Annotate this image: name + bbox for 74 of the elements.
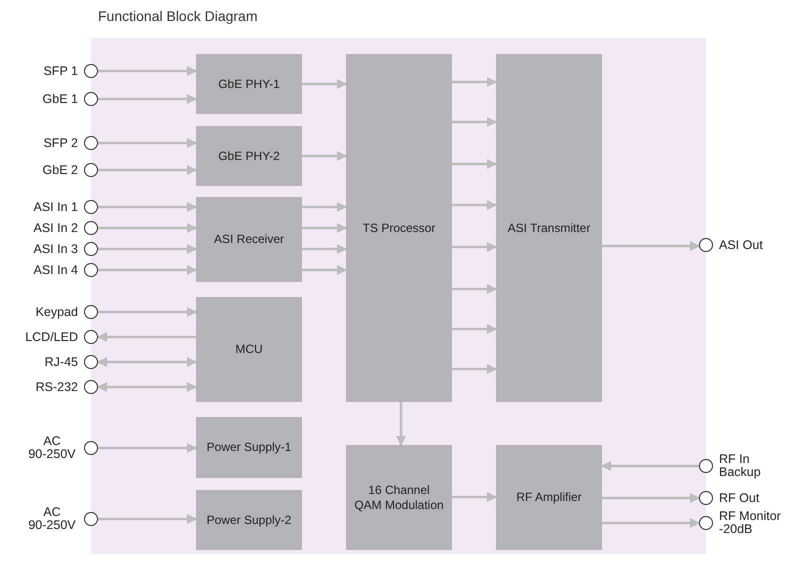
arrow bbox=[452, 492, 497, 502]
arrow bbox=[302, 151, 347, 161]
arrow bbox=[452, 364, 497, 374]
block-label: Power Supply-1 bbox=[206, 440, 292, 455]
block bbox=[196, 197, 302, 282]
block bbox=[196, 126, 302, 186]
block-label: GbE PHY-1 bbox=[218, 76, 280, 92]
port-label: ASI In 2 bbox=[32, 222, 78, 234]
block-label: RF Amplifier bbox=[516, 490, 582, 505]
arrow bbox=[452, 284, 497, 294]
arrow bbox=[602, 493, 700, 503]
arrow bbox=[97, 357, 197, 367]
port-label: RS-232 bbox=[34, 380, 78, 394]
arrow bbox=[98, 265, 197, 275]
block bbox=[196, 297, 302, 402]
block bbox=[196, 417, 302, 478]
port-label: AC 90-250V bbox=[27, 435, 77, 461]
arrow bbox=[98, 165, 197, 175]
arrow bbox=[302, 202, 347, 212]
arrow bbox=[302, 79, 347, 89]
arrow bbox=[98, 307, 197, 317]
port-label: ASI In 4 bbox=[32, 264, 78, 276]
arrow bbox=[302, 223, 347, 233]
arrow bbox=[97, 332, 196, 342]
port-label: RF Monitor -20dB bbox=[719, 510, 782, 536]
port-label: RF Out bbox=[719, 492, 760, 504]
block-label: 16 Channel QAM Modulation bbox=[354, 482, 444, 512]
arrow bbox=[98, 202, 197, 212]
block-label: TS Processor bbox=[362, 220, 436, 236]
arrow bbox=[452, 324, 497, 334]
port-label: LCD/LED bbox=[24, 330, 78, 344]
arrow bbox=[602, 518, 700, 528]
block bbox=[346, 445, 452, 550]
arrow bbox=[452, 77, 497, 87]
block bbox=[496, 445, 602, 550]
port-label: Keypad bbox=[34, 306, 78, 318]
arrow bbox=[98, 138, 197, 148]
port-label: RJ-45 bbox=[44, 356, 78, 368]
block bbox=[196, 54, 302, 114]
arrow bbox=[302, 265, 347, 275]
port-label: GbE 2 bbox=[42, 164, 78, 176]
enclosure-panel bbox=[91, 38, 706, 554]
port-label: SFP 1 bbox=[42, 64, 78, 78]
arrow bbox=[452, 242, 497, 252]
arrow bbox=[98, 66, 197, 76]
arrow bbox=[98, 244, 197, 254]
block-label: MCU bbox=[235, 342, 263, 357]
diagram-title: Functional Block Diagram bbox=[98, 7, 258, 26]
arrow bbox=[452, 200, 497, 210]
port-label: AC 90-250V bbox=[27, 506, 77, 532]
arrow bbox=[452, 159, 497, 169]
arrow bbox=[601, 461, 699, 471]
arrow bbox=[98, 514, 197, 524]
arrow bbox=[98, 223, 197, 233]
port-label: RF In Backup bbox=[719, 453, 762, 479]
arrow bbox=[98, 94, 197, 104]
block-label: ASI Transmitter bbox=[508, 220, 590, 236]
block-label: ASI Receiver bbox=[214, 232, 284, 247]
block bbox=[346, 54, 452, 402]
port-label: ASI In 1 bbox=[32, 200, 78, 214]
arrow bbox=[98, 443, 197, 453]
port-label: ASI In 3 bbox=[32, 242, 78, 256]
port-label: GbE 1 bbox=[42, 92, 78, 106]
block-label: Power Supply-2 bbox=[206, 512, 292, 528]
block bbox=[496, 54, 602, 402]
arrow bbox=[302, 244, 347, 254]
block-label: GbE PHY-2 bbox=[218, 148, 280, 164]
arrow bbox=[396, 402, 406, 446]
arrow bbox=[452, 117, 497, 127]
port-label: SFP 2 bbox=[42, 136, 78, 150]
port-label: ASI Out bbox=[719, 238, 764, 252]
arrow bbox=[97, 382, 197, 392]
block bbox=[196, 490, 302, 550]
arrow bbox=[602, 241, 700, 251]
